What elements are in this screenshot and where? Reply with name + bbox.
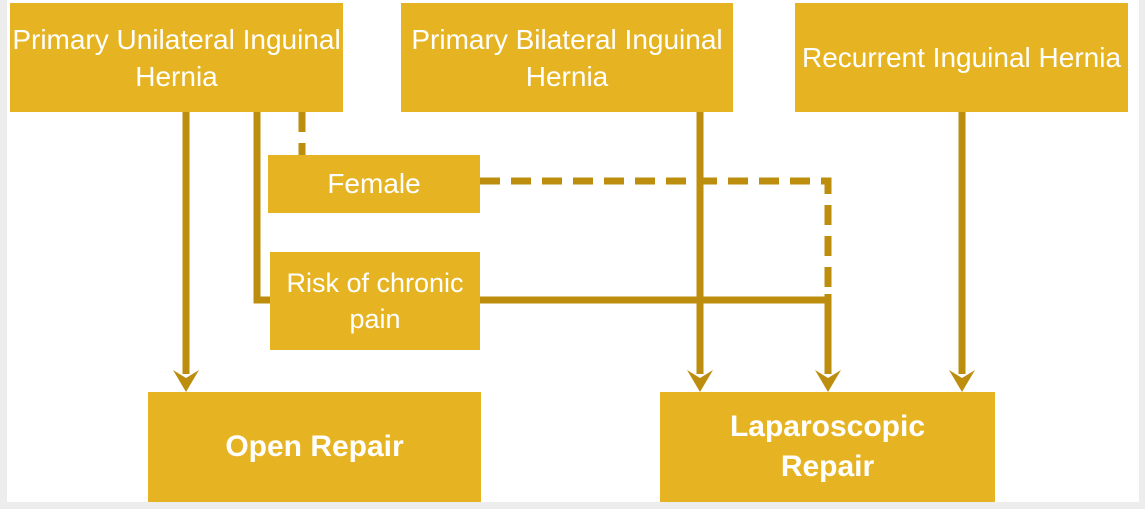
node-primary-bilateral-inguinal-hernia: Primary Bilateral Inguinal Hernia [401, 3, 733, 112]
node-label: Primary Bilateral Inguinal Hernia [411, 23, 723, 92]
arrowhead-laparoscopic-mid [815, 370, 841, 392]
page-edge-bottom [0, 502, 1145, 509]
arrowhead-laparoscopic-left [687, 370, 713, 392]
arrowhead-open-repair [173, 370, 199, 392]
node-label: Female [327, 168, 421, 199]
node-laparoscopic-repair: Laparoscopic Repair [660, 392, 995, 502]
node-label: Recurrent Inguinal Hernia [801, 42, 1122, 73]
page-edge-right [1139, 0, 1145, 509]
node-open-repair: Open Repair [148, 392, 481, 502]
arrowhead-laparoscopic-right [949, 370, 975, 392]
node-label: Risk of chronic pain [286, 268, 464, 334]
node-risk-of-chronic-pain: Risk of chronic pain [270, 252, 480, 350]
node-label: Primary Unilateral Inguinal Hernia [12, 23, 341, 92]
node-recurrent-inguinal-hernia: Recurrent Inguinal Hernia [795, 3, 1128, 112]
node-label: Open Repair [225, 430, 404, 463]
node-label: Laparoscopic Repair [729, 410, 926, 483]
edge-unilateral-to-chronic-pain-to-laparoscopic [253, 112, 828, 304]
node-primary-unilateral-inguinal-hernia: Primary Unilateral Inguinal Hernia [10, 3, 343, 112]
node-female: Female [268, 155, 480, 213]
edge-female-to-laparoscopic [480, 177, 832, 294]
page-edge-left [0, 0, 7, 509]
